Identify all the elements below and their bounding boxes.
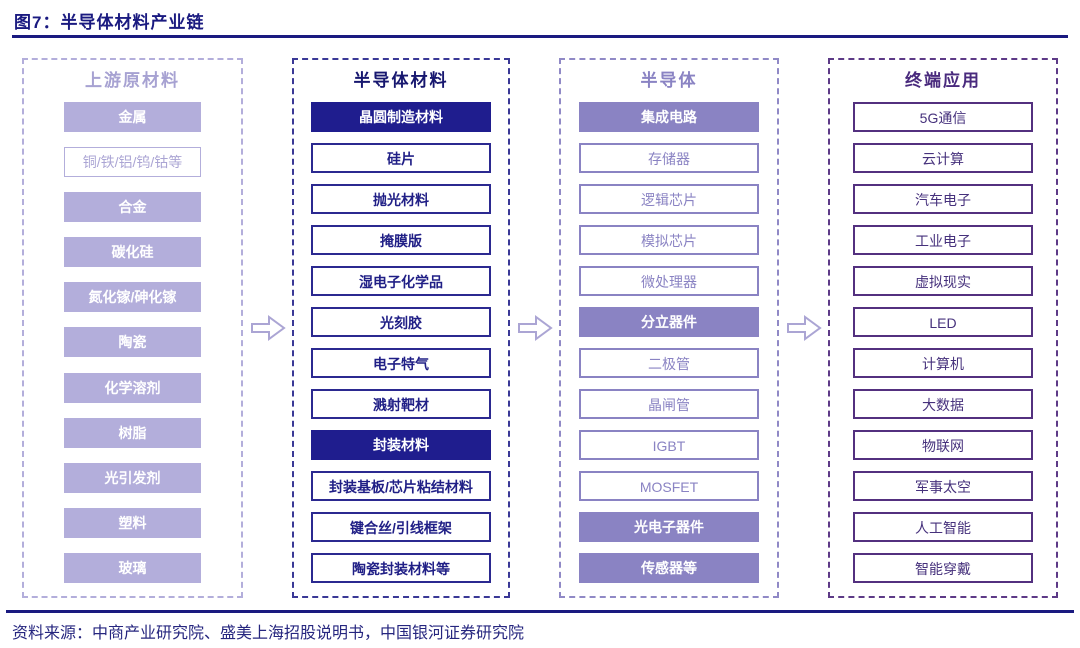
chain-node: 云计算 [853,143,1033,173]
chain-node: 陶瓷 [64,327,201,358]
chain-node: 湿电子化学品 [311,266,491,296]
chain-node: 溅射靶材 [311,389,491,419]
chain-node: 大数据 [853,389,1033,419]
flow-arrow [243,58,292,598]
chain-node: 化学溶剂 [64,372,201,403]
chain-node: LED [853,307,1033,337]
chain-node: 人工智能 [853,512,1033,542]
industry-chain-diagram: 上游原材料金属铜/铁/铝/钨/钴等合金碳化硅氮化镓/砷化镓陶瓷化学溶剂树脂光引发… [22,58,1058,598]
column-header: 终端应用 [905,71,981,90]
column-items: 5G通信云计算汽车电子工业电子虚拟现实 LED 计算机大数据物联网军事太空人工智能智… [830,102,1056,583]
chain-node: 陶瓷封装材料等 [311,553,491,583]
chain-node: 存储器 [579,143,759,173]
chain-node: 军事太空 [853,471,1033,501]
chain-node: 汽车电子 [853,184,1033,214]
chain-node: 硅片 [311,143,491,173]
column-items: 晶圆制造材料硅片抛光材料掩膜版湿电子化学品光刻胶电子特气溅射靶材封装材料封装基板… [294,102,508,583]
chain-node: 物联网 [853,430,1033,460]
chain-node: 铜/铁/铝/钨/钴等 [64,147,201,178]
chain-node: 计算机 [853,348,1033,378]
chain-node: 集成电路 [579,102,759,132]
chain-node: MOSFET [579,471,759,501]
column-semiconductor-materials: 半导体材料晶圆制造材料硅片抛光材料掩膜版湿电子化学品光刻胶电子特气溅射靶材封装材… [292,58,510,598]
column-header: 半导体 [640,71,698,90]
chain-node: 封装基板/芯片粘结材料 [311,471,491,501]
column-header: 半导体材料 [353,71,449,90]
chain-node: 晶圆制造材料 [311,102,491,132]
chain-node: 分立器件 [579,307,759,337]
chain-node: 合金 [64,192,201,223]
chain-node: 氮化镓/砷化镓 [64,282,201,313]
right-arrow-icon [250,315,286,341]
chain-node: 电子特气 [311,348,491,378]
figure-title: 图7：半导体材料产业链 [14,13,205,32]
chain-node: 塑料 [64,507,201,538]
chain-node: 玻璃 [64,552,201,583]
chain-node: 二极管 [579,348,759,378]
chain-node: IGBT [579,430,759,460]
chain-node: 微处理器 [579,266,759,296]
column-end-applications: 终端应用 5G通信云计算汽车电子工业电子虚拟现实 LED 计算机大数据物联网军事太空人… [828,58,1058,598]
chain-node: 掩膜版 [311,225,491,255]
column-items: 金属铜/铁/铝/钨/钴等合金碳化硅氮化镓/砷化镓陶瓷化学溶剂树脂光引发剂塑料玻璃 [24,102,241,583]
chain-node: 树脂 [64,417,201,448]
chain-node: 封装材料 [311,430,491,460]
right-arrow-icon [517,315,553,341]
chain-node: 虚拟现实 [853,266,1033,296]
source-note: 资料来源：中商产业研究院、盛美上海招股说明书，中国银河证券研究院 [12,625,525,642]
column-header: 上游原材料 [85,71,180,90]
right-arrow-icon [786,315,822,341]
flow-arrow [779,58,828,598]
title-divider [12,35,1068,38]
chain-node: 键合丝/引线框架 [311,512,491,542]
chain-node: 逻辑芯片 [579,184,759,214]
chain-node: 传感器等 [579,553,759,583]
column-semiconductors: 半导体集成电路存储器逻辑芯片模拟芯片微处理器分立器件二极管晶闸管 IGBT MOSF… [559,58,779,598]
chain-node: 晶闸管 [579,389,759,419]
footer-divider [6,610,1074,613]
chain-node: 金属 [64,102,201,132]
chain-node: 模拟芯片 [579,225,759,255]
chain-node: 抛光材料 [311,184,491,214]
chain-node: 智能穿戴 [853,553,1033,583]
chain-node: 光电子器件 [579,512,759,542]
chain-node: 碳化硅 [64,237,201,268]
column-items: 集成电路存储器逻辑芯片模拟芯片微处理器分立器件二极管晶闸管 IGBT MOSFET 光… [561,102,777,583]
flow-arrow [510,58,559,598]
chain-node: 工业电子 [853,225,1033,255]
chain-node: 光刻胶 [311,307,491,337]
chain-node: 光引发剂 [64,462,201,493]
column-upstream-raw-materials: 上游原材料金属铜/铁/铝/钨/钴等合金碳化硅氮化镓/砷化镓陶瓷化学溶剂树脂光引发… [22,58,243,598]
chain-node: 5G通信 [853,102,1033,132]
